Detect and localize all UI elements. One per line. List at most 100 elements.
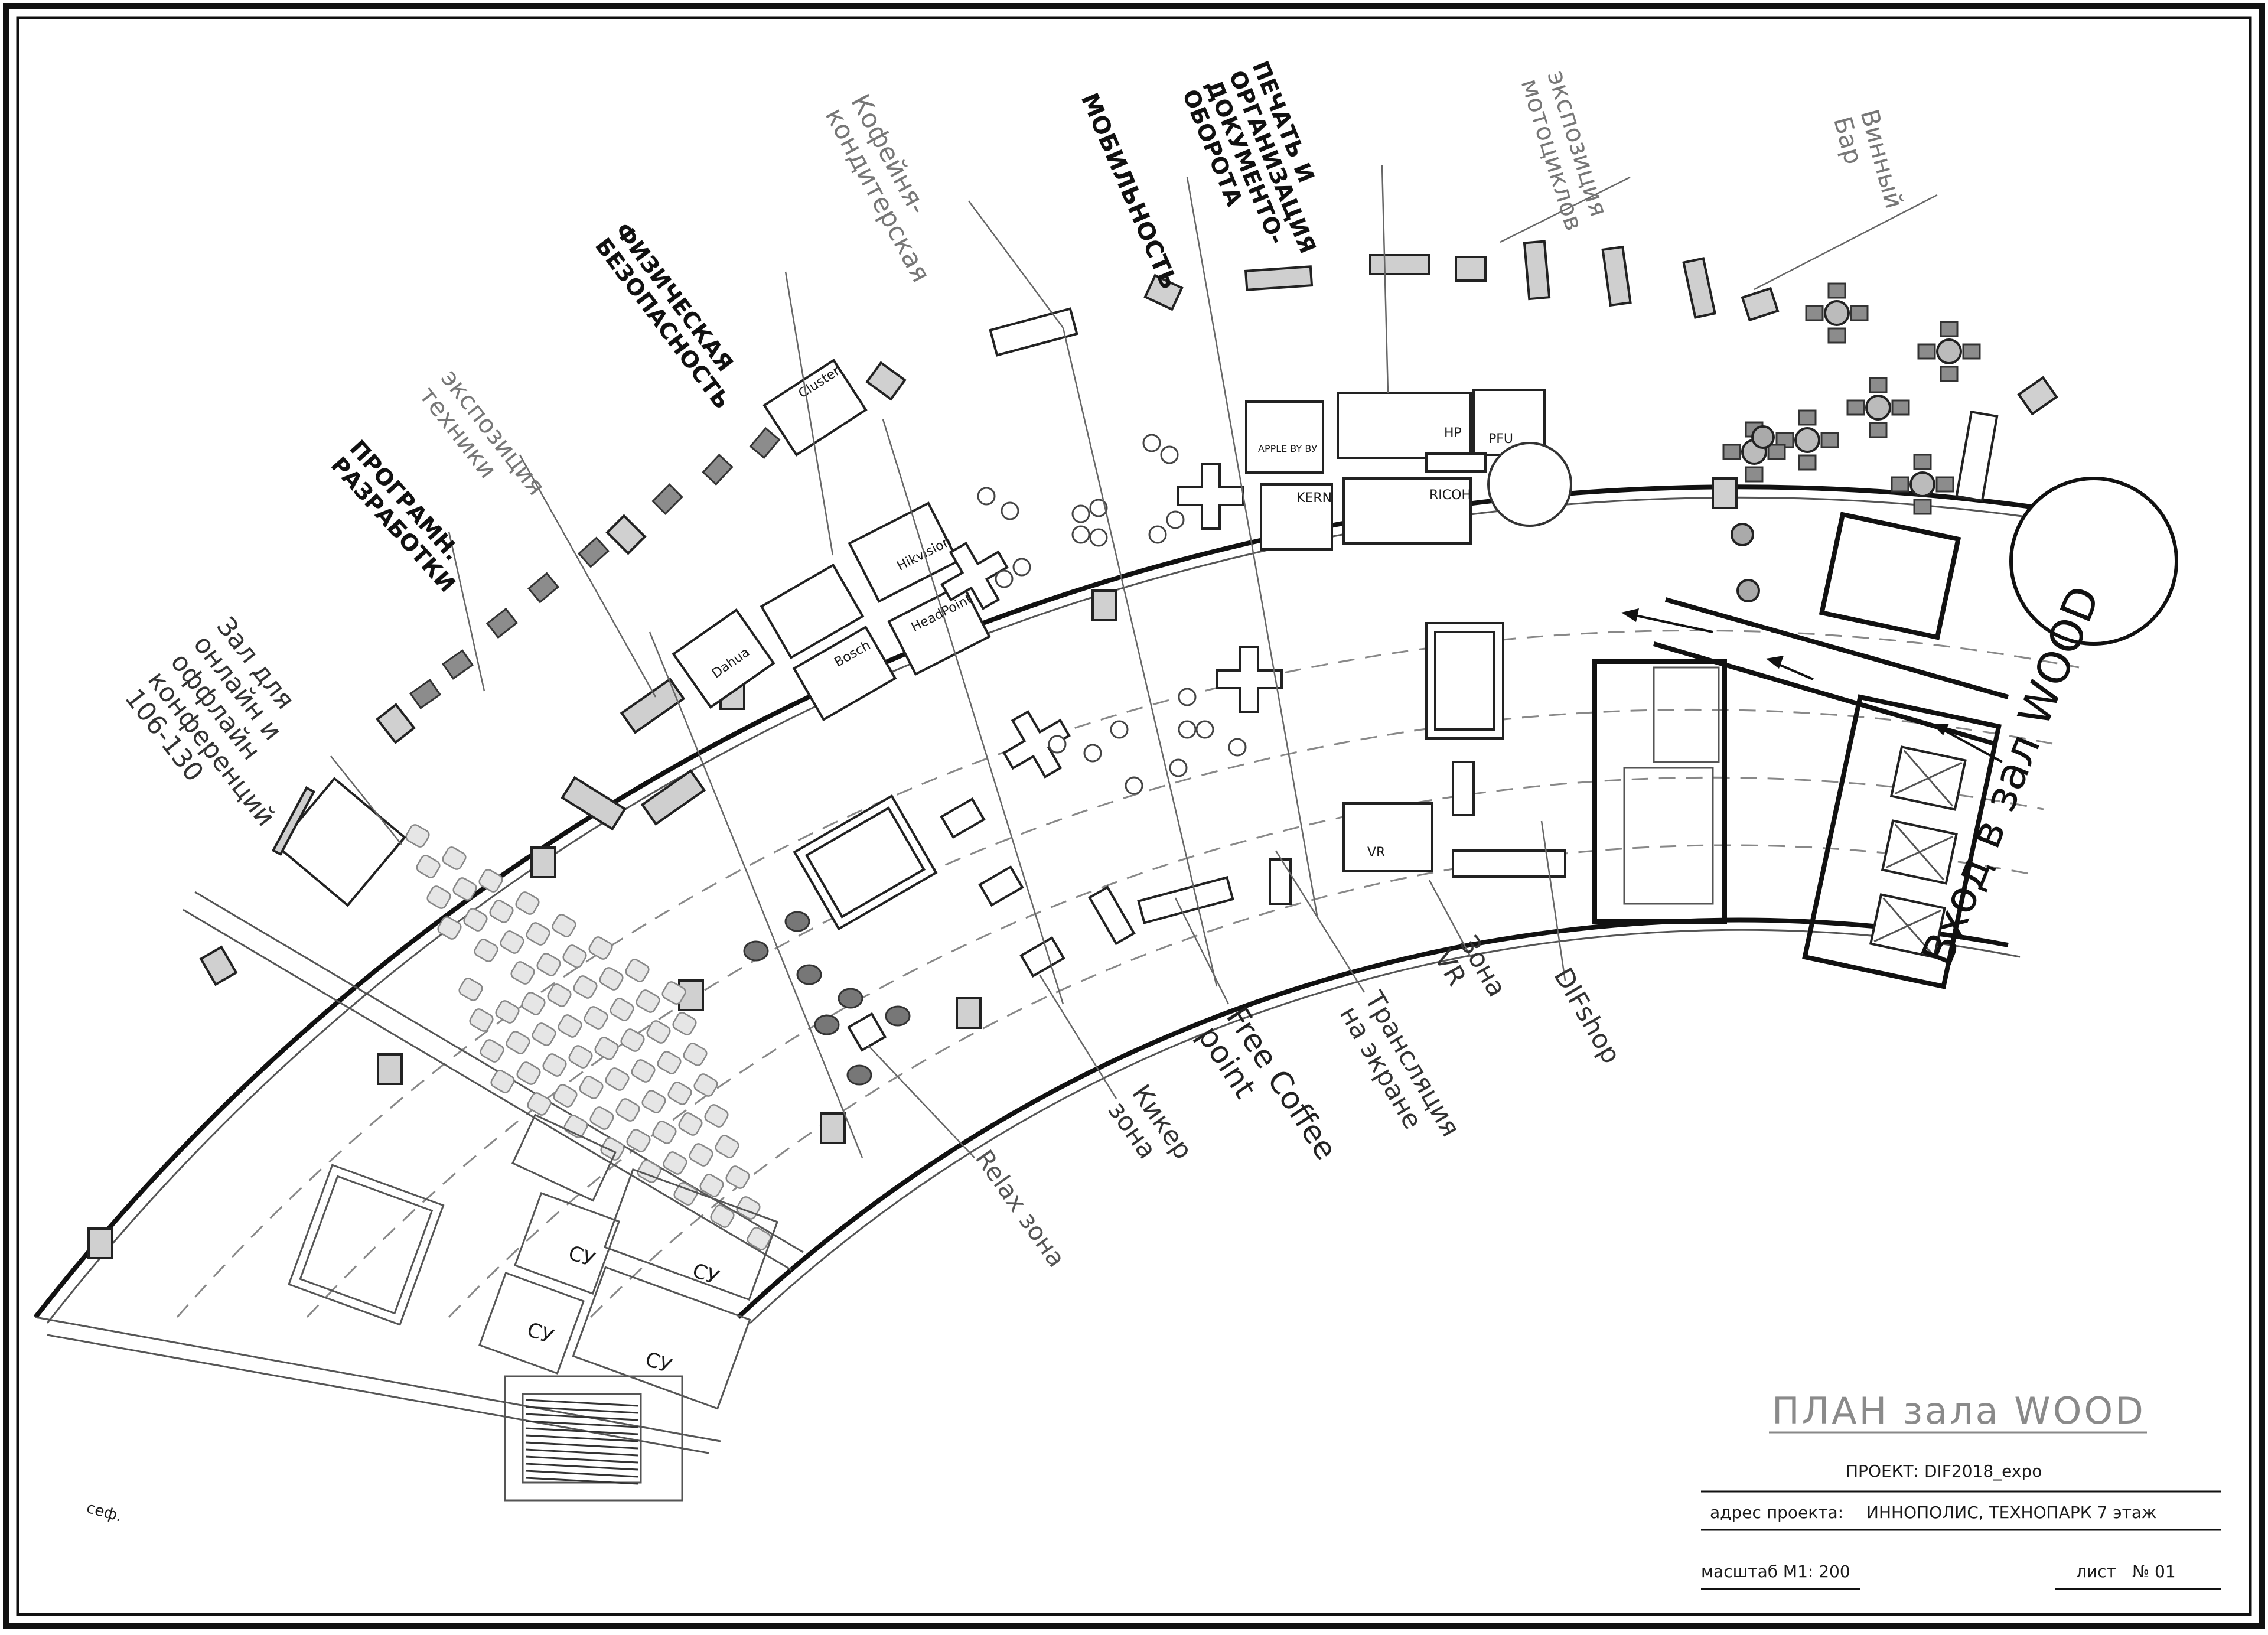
conference-seat <box>515 891 540 915</box>
conference-seat <box>662 981 686 1005</box>
wine-table <box>1917 321 1981 382</box>
stair-tread <box>525 1455 638 1464</box>
wc-label: СУ <box>524 1318 557 1349</box>
booth-ricoh: RICOH <box>1342 477 1472 545</box>
stool <box>1083 744 1102 763</box>
relax-pouf <box>743 940 769 962</box>
booth-headpoint: HeadPoint <box>887 582 991 676</box>
fragment-label: сеф. <box>84 1499 123 1526</box>
conference-seat <box>463 908 488 932</box>
conference-seat <box>516 1061 541 1085</box>
conference-seat <box>500 930 524 954</box>
conference-seat <box>636 989 660 1013</box>
conference-seat <box>715 1135 739 1158</box>
conference-seat <box>657 1051 682 1074</box>
svg-text:VR: VR <box>1367 845 1385 860</box>
relax-pouf <box>814 1014 840 1035</box>
zone-label-relax: Relax зона <box>970 1145 1071 1272</box>
project-name: ПРОЕКТ: DIF2018_expo <box>1846 1461 2042 1481</box>
relax-pouf <box>885 1005 911 1027</box>
scale-label: масштаб М1: 200 <box>1701 1562 1850 1581</box>
conference-seat <box>542 1053 567 1077</box>
conference-seat <box>568 1045 593 1069</box>
sheet-number: № 01 <box>2132 1562 2176 1581</box>
wine-table <box>1775 409 1839 471</box>
conference-seat <box>552 914 576 937</box>
conference-seat <box>469 1008 494 1032</box>
stool <box>1178 688 1197 706</box>
conference-seat <box>480 1039 504 1063</box>
relax-pouf <box>846 1064 872 1086</box>
conference-seat <box>672 1012 697 1035</box>
svg-text:HP: HP <box>1444 426 1462 441</box>
stool <box>1228 738 1247 757</box>
conference-seating <box>405 824 771 1250</box>
exhibition-booths: Cluster Hikvision Bosch HeadPoint Dahua … <box>672 307 1546 872</box>
conference-seat <box>553 1084 578 1108</box>
conference-seat <box>573 975 598 999</box>
stool <box>1048 735 1067 754</box>
stair-tread <box>525 1413 638 1421</box>
conference-seat <box>725 1165 750 1189</box>
conference-screen <box>271 786 316 856</box>
svg-text:RICOH: RICOH <box>1429 488 1471 503</box>
stool <box>977 487 996 506</box>
sheet-label: лист <box>2076 1562 2116 1581</box>
conference-seat <box>437 916 462 940</box>
zone-label-line: МОБИЛЬНОСТЬ <box>1076 89 1182 294</box>
conference-seat <box>683 1043 708 1066</box>
conference-seat <box>652 1121 677 1144</box>
conference-seat <box>521 992 546 1015</box>
conference-seat <box>506 1031 530 1054</box>
conference-seat <box>558 1014 582 1038</box>
stair-tread <box>525 1406 638 1414</box>
wc-label: СУ <box>565 1241 598 1272</box>
cafe-tables <box>743 434 1247 1086</box>
conference-seat <box>562 944 587 968</box>
address-value: ИННОПОЛИС, ТЕХНОПАРК 7 этаж <box>1866 1503 2156 1522</box>
bar-stool <box>1751 425 1775 449</box>
zone-label-coffee-shop: Кофейня-кондитерская <box>819 89 936 287</box>
zone-label-software-dev: ПРОГРАМН.РАЗРАБОТКИ <box>326 435 466 598</box>
conference-seat <box>458 978 483 1001</box>
conference-seat <box>625 959 650 982</box>
east-core <box>1487 442 2178 989</box>
structural-columns <box>87 256 2058 1259</box>
stair-tread <box>525 1463 638 1471</box>
conference-seat <box>646 1020 671 1044</box>
booth-dahua: Dahua <box>672 608 775 709</box>
service-core: СУ СУ СУ СУ сеф. <box>84 1113 779 1526</box>
stool <box>1001 501 1019 520</box>
conference-seat <box>405 824 430 848</box>
conference-seat <box>600 1137 625 1161</box>
conference-seat <box>584 1006 608 1030</box>
stair-tread <box>525 1399 638 1407</box>
wine-bar-tables <box>1722 282 1981 602</box>
conference-seat <box>490 1070 515 1093</box>
info-counter <box>1425 452 1487 473</box>
title-block: ПЛАН зала WOOD ПРОЕКТ: DIF2018_expo адре… <box>1701 1389 2221 1590</box>
display-stands <box>940 463 1283 779</box>
conference-seat <box>579 1076 604 1099</box>
wall-exhibit-panels <box>561 240 1716 831</box>
conference-seat <box>704 1104 729 1128</box>
conference-seat <box>588 936 613 960</box>
stair-tread <box>525 1434 638 1442</box>
conference-seat <box>599 967 624 991</box>
conference-seat <box>452 877 477 901</box>
stool <box>1160 445 1179 464</box>
coffee-counter <box>989 307 1078 357</box>
stool <box>1178 720 1197 739</box>
plan-title: ПЛАН зала WOOD <box>1772 1389 2146 1432</box>
conference-seat <box>673 1182 698 1206</box>
zone-label-mobility: МОБИЛЬНОСТЬ <box>1076 89 1182 294</box>
dev-workstations <box>409 426 781 709</box>
conference-seat <box>526 922 550 946</box>
